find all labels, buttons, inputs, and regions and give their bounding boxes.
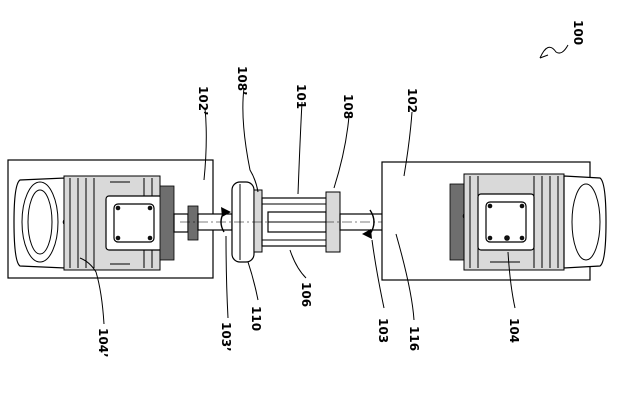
rotation-arrow-103p [220, 207, 231, 233]
label-104: 104 [507, 318, 521, 343]
label-101: 101 [294, 84, 308, 109]
reference-labels: 100 101 102 102’ 103 103’ 104 104’ 106 1… [96, 20, 585, 358]
leader-lines [79, 44, 569, 325]
label-110: 110 [249, 306, 263, 331]
label-103: 103 [376, 318, 390, 343]
label-102: 102 [405, 88, 419, 113]
end-plate-108p [253, 189, 263, 253]
label-106: 106 [299, 282, 313, 307]
left-motor-104p [13, 175, 233, 271]
label-104p: 104’ [96, 328, 110, 358]
label-102p: 102’ [196, 86, 210, 116]
label-108: 108 [341, 94, 355, 119]
label-116: 116 [407, 326, 421, 351]
label-100: 100 [571, 20, 585, 45]
label-108p: 108’ [235, 66, 249, 96]
rotation-arrow-103 [362, 209, 375, 239]
label-103p: 103’ [219, 322, 233, 352]
right-motor-104 [449, 173, 607, 271]
